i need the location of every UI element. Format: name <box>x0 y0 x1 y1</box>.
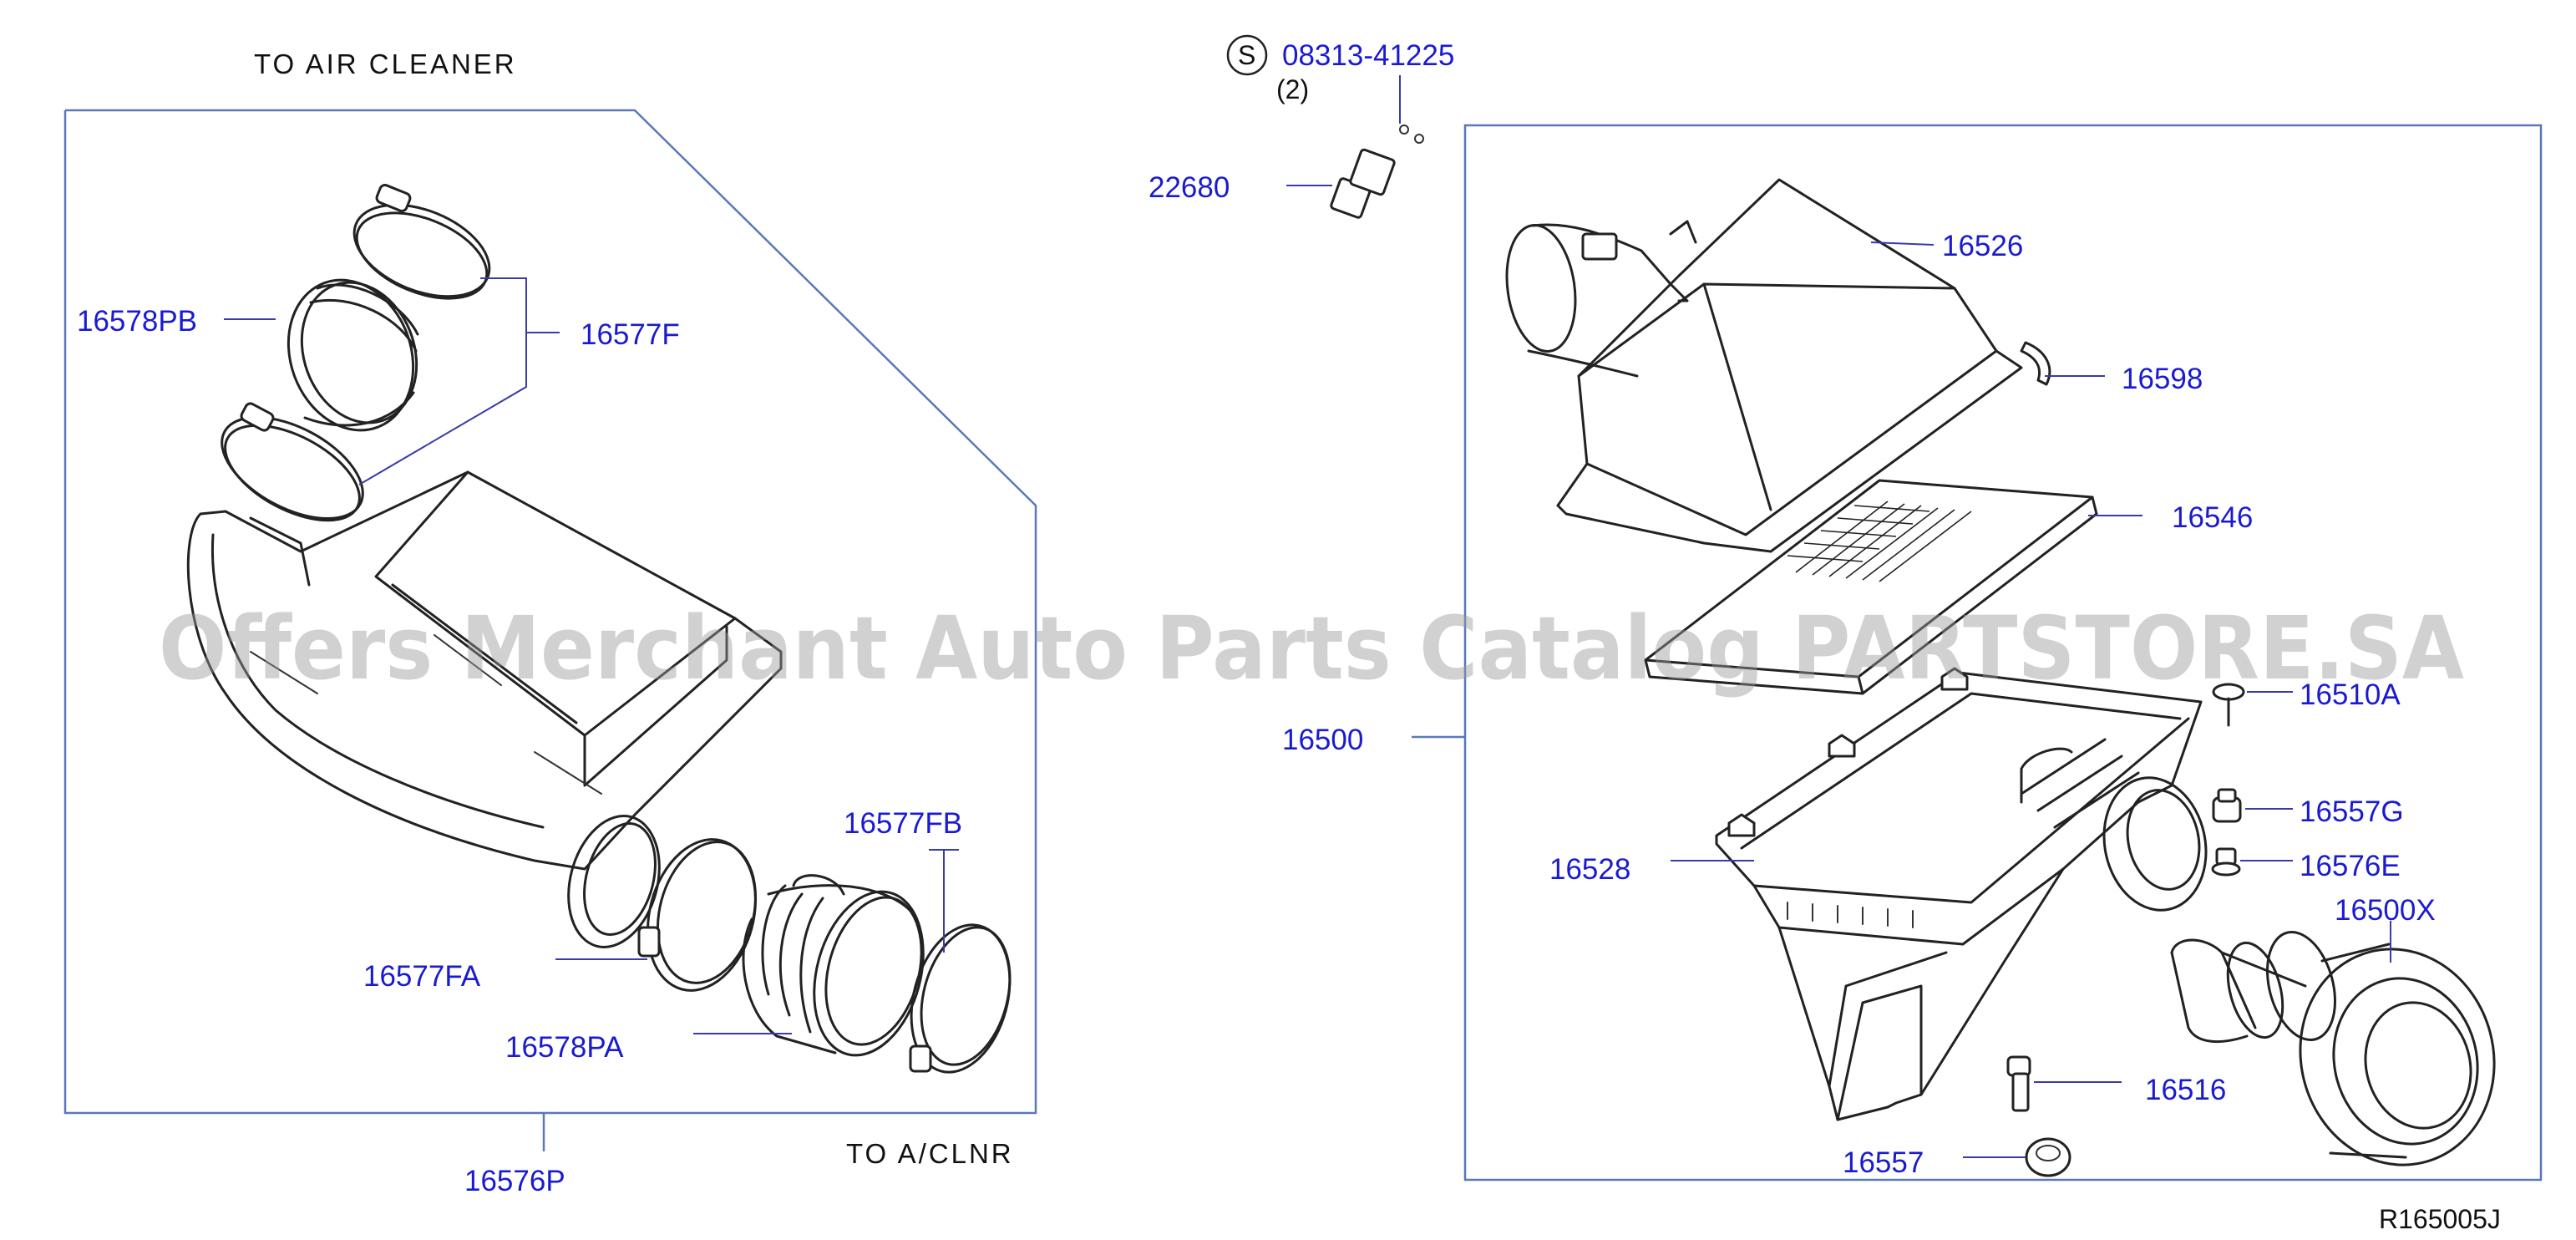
right-assembly-frame <box>1463 124 2543 1182</box>
label-16578PB[interactable]: 16578PB <box>77 305 197 338</box>
label-16557G[interactable]: 16557G <box>2300 795 2404 828</box>
label-16500[interactable]: 16500 <box>1282 724 1363 756</box>
clamp-16577FA-drawing <box>637 838 757 992</box>
label-16516[interactable]: 16516 <box>2145 1074 2226 1106</box>
label-16510A[interactable]: 16510A <box>2300 678 2401 711</box>
resonator-duct-16576P-drawing <box>186 470 783 948</box>
label-16576P[interactable]: 16576P <box>464 1165 565 1197</box>
service-symbol: S <box>1238 40 1255 70</box>
label-16577F[interactable]: 16577F <box>581 318 680 351</box>
air-cleaner-body-16528-drawing <box>1715 667 2208 1121</box>
label-16528[interactable]: 16528 <box>1549 853 1630 886</box>
lower-hose-16578PA-drawing <box>742 874 925 1057</box>
screw-quantity: (2) <box>1276 74 1309 104</box>
label-16526[interactable]: 16526 <box>1942 230 2023 262</box>
screw-08313-drawing <box>1399 125 1424 144</box>
clip-16598-drawing <box>2020 341 2051 386</box>
collar-16576E-drawing <box>2211 847 2241 877</box>
label-16576E[interactable]: 16576E <box>2300 850 2401 882</box>
grommet-16557G-drawing <box>2212 788 2242 823</box>
watermark-text: Offers Merchant Auto Parts Catalog PARTS… <box>159 597 2464 699</box>
upper-clamp-drawing <box>352 183 491 300</box>
label-16578PA[interactable]: 16578PA <box>505 1031 624 1064</box>
label-08313-41225[interactable]: 08313-41225 <box>1282 39 1454 72</box>
reference-code: R165005J <box>2379 1204 2501 1234</box>
clamp-16577FB-drawing <box>909 923 1012 1074</box>
left-assembly-frame <box>63 109 1037 1115</box>
label-16598[interactable]: 16598 <box>2122 363 2203 395</box>
filter-element-16546-drawing <box>1644 479 2098 695</box>
air-cleaner-cover-16526-drawing <box>1505 178 2023 553</box>
label-16577FB[interactable]: 16577FB <box>844 807 962 840</box>
label-16577FA[interactable]: 16577FA <box>363 960 481 993</box>
service-symbol-circle <box>1226 34 1268 76</box>
leader-16577F <box>358 277 527 485</box>
sensor-22680-drawing <box>1330 148 1396 219</box>
outlet-duct-16500X-drawing <box>2170 930 2496 1166</box>
label-16500X[interactable]: 16500X <box>2335 894 2436 927</box>
leader-16526 <box>1870 241 1935 246</box>
note-to-aclnr: TO A/CLNR <box>846 1138 1014 1169</box>
lower-clamp-drawing <box>221 402 364 522</box>
grommet-16557-drawing <box>2025 1137 2071 1177</box>
label-22680[interactable]: 22680 <box>1149 171 1230 204</box>
note-to-air-cleaner: TO AIR CLEANER <box>254 48 517 79</box>
label-16557[interactable]: 16557 <box>1843 1146 1924 1179</box>
label-16546[interactable]: 16546 <box>2172 501 2253 534</box>
bolt-16510A-drawing <box>2212 683 2245 727</box>
valve-16516-drawing <box>2006 1055 2031 1112</box>
upper-hose-16578PB-drawing <box>287 278 419 432</box>
